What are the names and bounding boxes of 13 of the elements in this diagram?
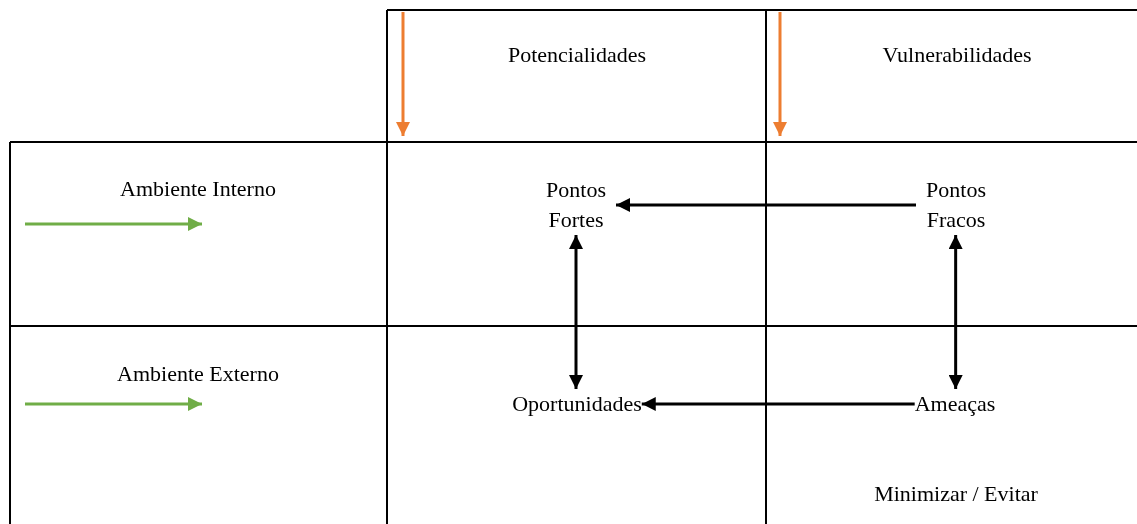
quadrant-label: Pontos Fortes: [536, 175, 616, 235]
arrow: [616, 198, 916, 212]
column-header: Vulnerabilidades: [882, 40, 1032, 70]
arrow: [569, 235, 583, 389]
note-text: Minimizar / Evitar: [874, 480, 1038, 508]
quadrant-label: Ameaças: [914, 389, 996, 419]
arrow: [641, 397, 915, 411]
quadrant-label: Pontos Fracos: [916, 175, 996, 235]
row-header: Ambiente Interno: [120, 174, 276, 204]
row-header: Ambiente Externo: [117, 359, 279, 389]
column-header: Potencialidades: [507, 40, 647, 70]
quadrant-label: Oportunidades: [512, 389, 642, 419]
arrow: [948, 235, 963, 389]
